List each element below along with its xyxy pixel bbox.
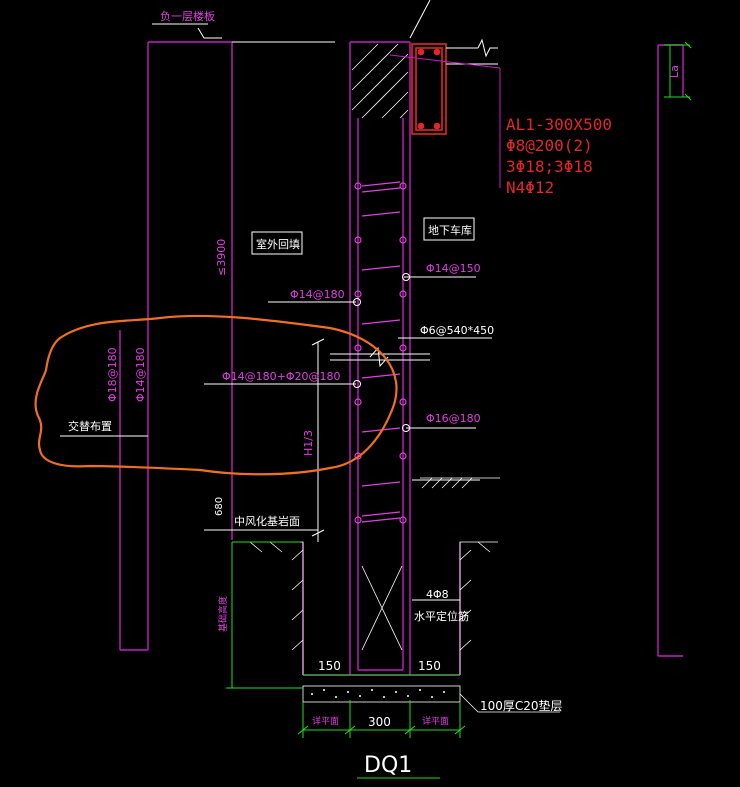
phi14-180-label: Φ14@180 <box>290 288 345 301</box>
phi6-label: Φ6@540*450 <box>420 324 494 337</box>
h1-3-label: H1/3 <box>302 430 315 456</box>
foot-right: 详平面 <box>422 715 449 727</box>
slab-hatch <box>351 43 409 119</box>
wall-outline <box>119 41 684 676</box>
phi14-20-label: Φ14@180+Φ20@180 <box>222 370 341 383</box>
cushion-dots <box>311 689 445 698</box>
ground-hatch <box>420 477 500 489</box>
dimensions <box>226 41 692 779</box>
phi16-180-label: Φ16@180 <box>426 412 481 425</box>
text-layer: 负一层楼板 室外回填 地下车库 ≤3900 H1/3 680 中风化基岩面 交替… <box>68 9 681 778</box>
label-boxes <box>251 217 475 255</box>
dim300: 300 <box>368 715 391 729</box>
h-locate-label: 水平定位筋 <box>414 609 469 623</box>
la-label: La <box>668 65 681 78</box>
revision-cloud <box>34 314 398 476</box>
rock-label: 中风化基岩面 <box>234 514 300 528</box>
tie-hooks <box>354 181 407 524</box>
phi14-150-label: Φ14@150 <box>426 262 481 275</box>
beam-section <box>411 43 447 135</box>
beam-main: 3Φ18;3Φ18 <box>506 157 593 176</box>
pit-hatch <box>232 541 560 713</box>
floor-slab-line <box>152 0 498 65</box>
floor-slab-label: 负一层楼板 <box>160 9 215 23</box>
foot-side: 基础高度 <box>217 596 229 632</box>
garage-label: 地下车库 <box>428 223 472 237</box>
beam-stirrup: Φ8@200(2) <box>506 136 593 155</box>
leaders <box>60 276 492 601</box>
outdoor-fill-label: 室外回填 <box>256 237 300 251</box>
dim150-right: 150 <box>418 659 441 673</box>
foot-left: 详平面 <box>312 715 339 727</box>
beam-leader <box>389 54 501 188</box>
alternating-label: 交替布置 <box>68 419 112 433</box>
beam-name: AL1-300X500 <box>506 115 612 134</box>
drawing-title: DQ1 <box>364 753 412 778</box>
beam-waist: N4Φ12 <box>506 178 554 197</box>
phi4-8-label: 4Φ8 <box>426 588 449 601</box>
dim150-left: 150 <box>318 659 341 673</box>
vert-phi18-label: Φ18@180 <box>106 347 119 402</box>
vert-phi14-label: Φ14@180 <box>134 347 147 402</box>
dim680-label: 680 <box>214 497 225 516</box>
s3900-label: ≤3900 <box>215 239 228 276</box>
cushion-label: 100厚C20垫层 <box>480 698 563 713</box>
